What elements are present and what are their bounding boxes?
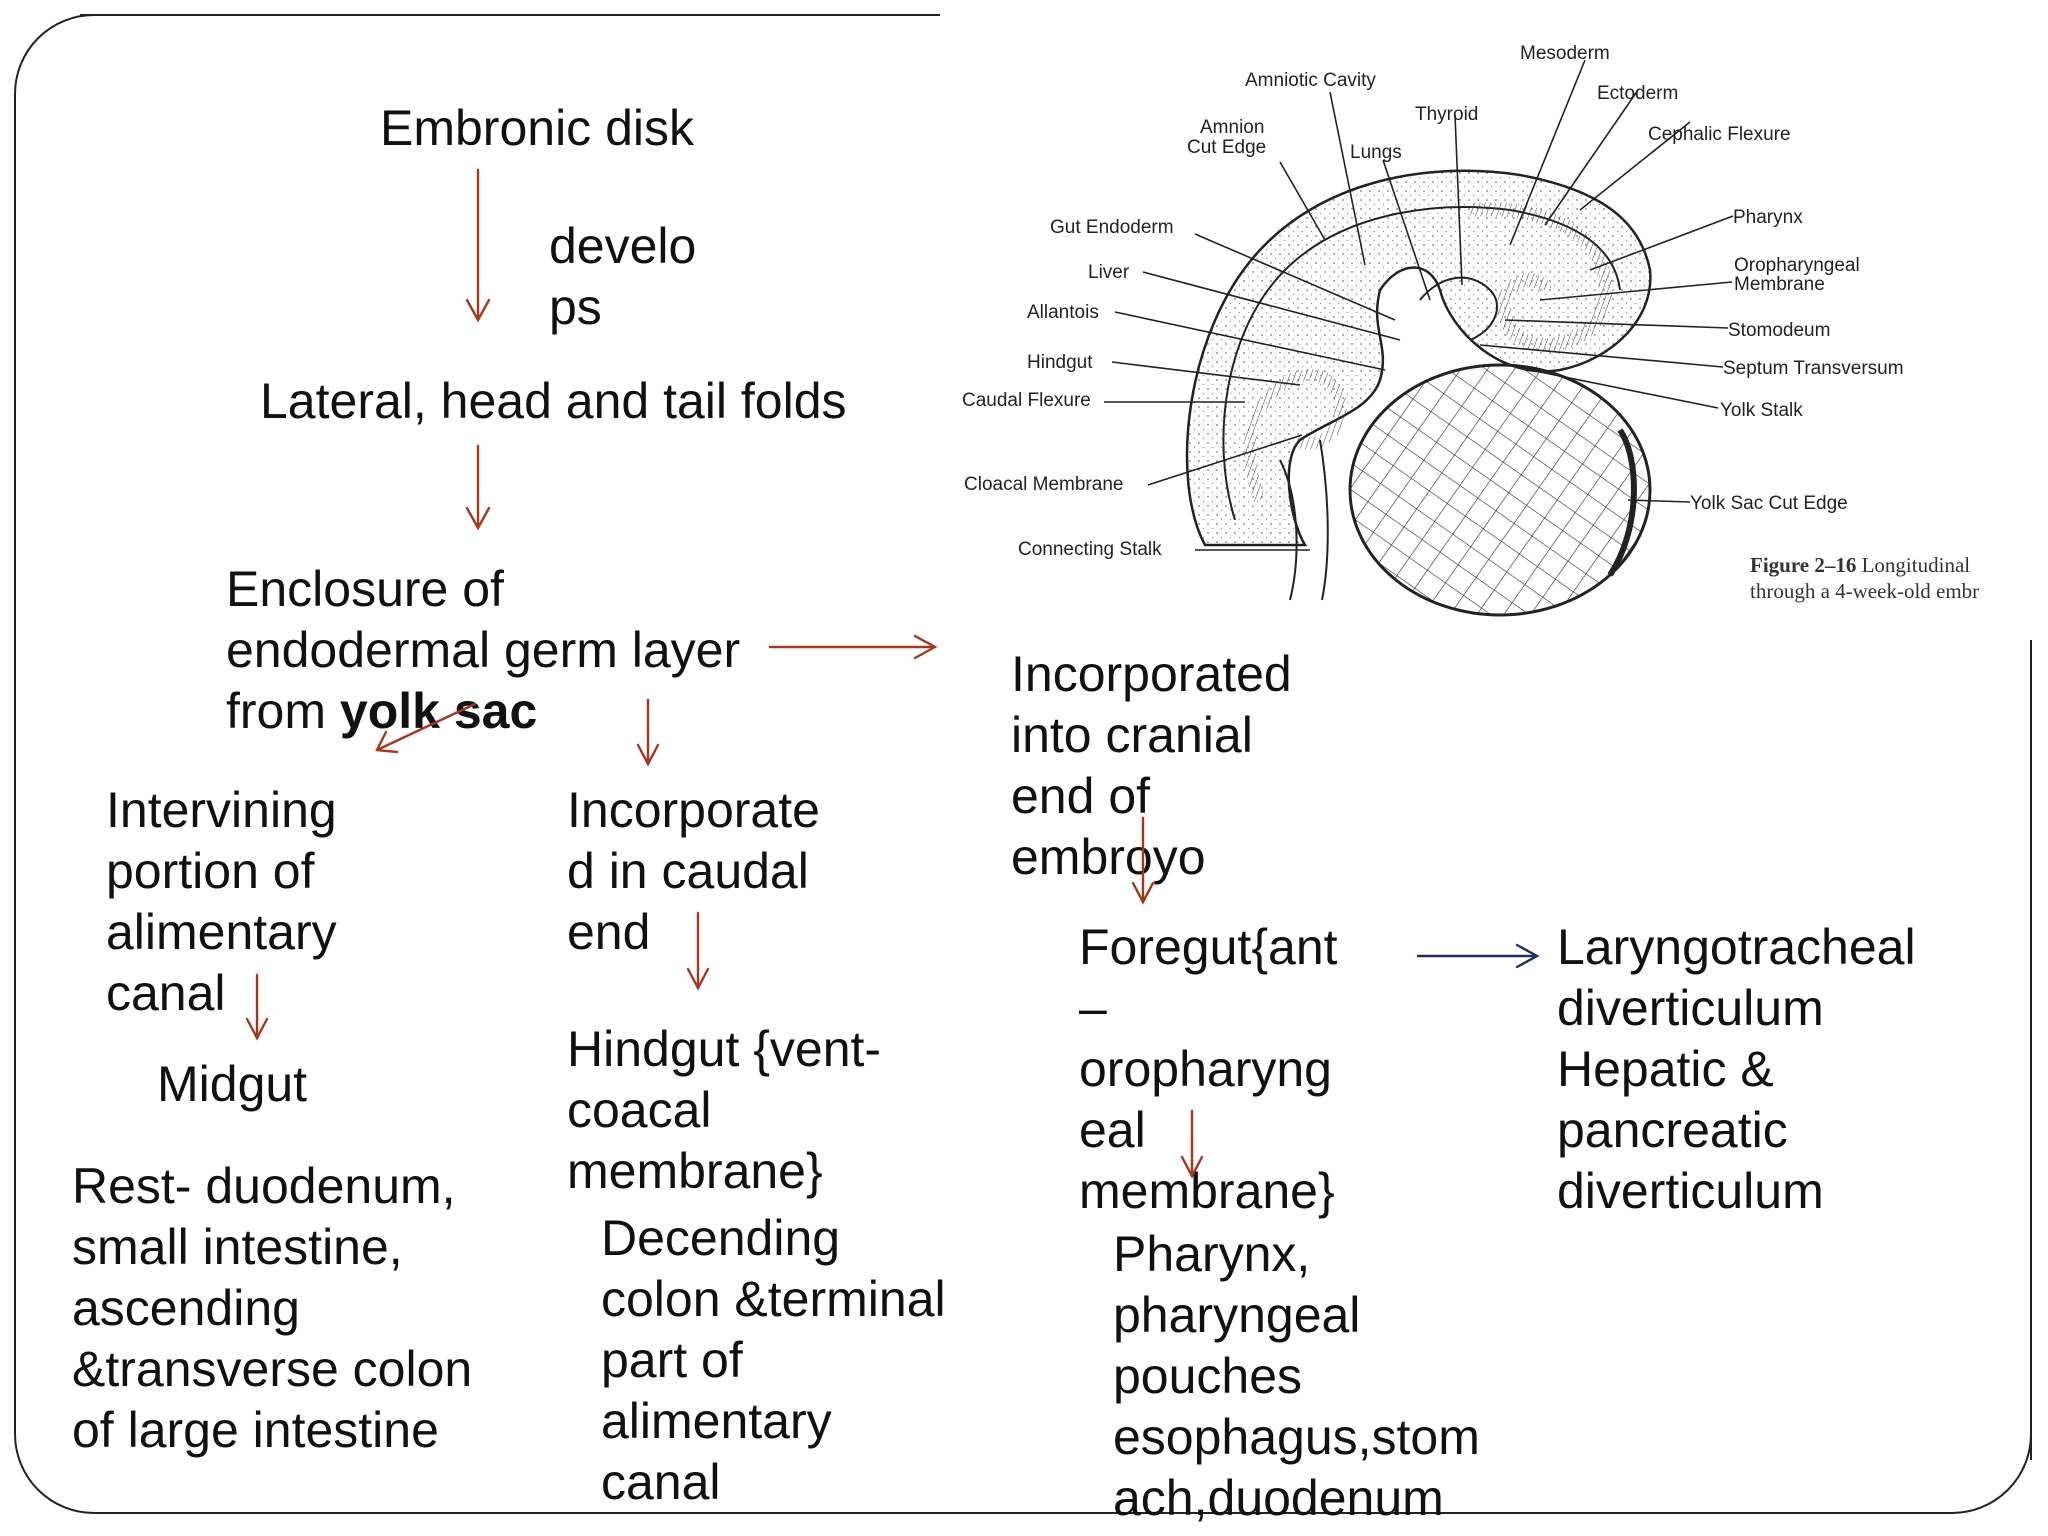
hindgut-derivatives-text: Decending colon &terminal part of alimen… xyxy=(601,1210,946,1510)
figure-label: Ectoderm xyxy=(1597,83,1678,104)
connecting-stalk xyxy=(1319,439,1329,601)
figure-label: Stomodeum xyxy=(1728,320,1830,341)
figure-label: Yolk Sac Cut Edge xyxy=(1690,493,1848,514)
figure-label: Cut Edge xyxy=(1187,137,1266,158)
yolk-sac-text: yolk sac xyxy=(339,683,538,739)
figure-label: Oropharyngeal xyxy=(1734,255,1860,276)
figure-label: Lungs xyxy=(1350,142,1402,163)
figure-caption-text: Longitudinal xyxy=(1856,553,1970,577)
figure-label: Pharynx xyxy=(1733,207,1803,228)
figure-label: Gut Endoderm xyxy=(1050,217,1174,238)
head-fold xyxy=(1469,202,1613,353)
figure-label: Amniotic Cavity xyxy=(1245,70,1376,91)
frame-mask xyxy=(940,0,2048,40)
figure-caption: Figure 2–16 Longitudinal xyxy=(1750,553,1970,577)
gut-tube xyxy=(1419,276,1499,341)
figure-caption-line2: through a 4-week-old embr xyxy=(1750,579,1979,603)
develops-text: develo ps xyxy=(549,218,697,335)
embryo-illustration: Mesoderm Amniotic Cavity Ectoderm Thyroi… xyxy=(962,43,1979,617)
figure-label: Thyroid xyxy=(1415,104,1478,125)
figure-label: Hindgut xyxy=(1027,352,1093,373)
caudal-fold xyxy=(1244,369,1347,503)
intervening-portion-text: Intervining portion of alimentary canal xyxy=(106,782,337,1021)
foregut-text: Foregut{ant – oropharyng eal membrane} xyxy=(1079,919,1338,1219)
yolk-sac xyxy=(1348,363,1652,617)
embryo-longitudinal-section-figure: Mesoderm Amniotic Cavity Ectoderm Thyroi… xyxy=(950,30,2048,650)
hindgut-text: Hindgut {vent- coacal membrane} xyxy=(567,1021,882,1199)
frame-mask xyxy=(2000,40,2048,640)
enclosure-text: Enclosure of endodermal germ layer from … xyxy=(226,559,740,742)
foregut-derivatives-text: Pharynx, pharyngeal pouches esophagus,st… xyxy=(1113,1226,1480,1526)
figure-label: Cephalic Flexure xyxy=(1648,124,1791,145)
figure-label: Allantois xyxy=(1027,302,1099,323)
incorporated-cranial-text: Incorporated into cranial end of embroyo xyxy=(1011,646,1292,885)
figure-label: Amnion xyxy=(1200,117,1264,138)
figure-label: Caudal Flexure xyxy=(962,390,1091,411)
embryonic-disk-text: Embronic disk xyxy=(380,100,694,156)
figure-label: Mesoderm xyxy=(1520,43,1610,64)
incorporated-caudal-text: Incorporate d in caudal end xyxy=(567,782,820,960)
midgut-derivatives-text: Rest- duodenum, small intestine, ascendi… xyxy=(72,1158,473,1458)
figure-caption-number: Figure 2–16 xyxy=(1750,553,1856,577)
figure-label: Connecting Stalk xyxy=(1018,539,1162,560)
figure-label: Cloacal Membrane xyxy=(964,474,1123,495)
amniotic-body xyxy=(1185,169,1652,547)
folds-text: Lateral, head and tail folds xyxy=(260,373,847,429)
figure-label: Yolk Stalk xyxy=(1720,400,1803,421)
connecting-stalk xyxy=(1279,459,1298,601)
leader-lines xyxy=(1104,59,1734,551)
figure-label: Membrane xyxy=(1734,274,1825,295)
enclosure-text-main: Enclosure of endodermal germ layer from xyxy=(226,561,741,739)
midgut-text: Midgut xyxy=(157,1056,308,1112)
yolk-sac-cut-edge xyxy=(1607,428,1637,577)
frame-top-line xyxy=(80,14,940,16)
figure-label: Septum Transversum xyxy=(1723,358,1904,379)
foregut-diverticula-text: Laryngotracheal diverticulum Hepatic & p… xyxy=(1557,919,1916,1219)
frame-right-line xyxy=(2030,640,2032,1460)
figure-label: Liver xyxy=(1088,262,1130,283)
